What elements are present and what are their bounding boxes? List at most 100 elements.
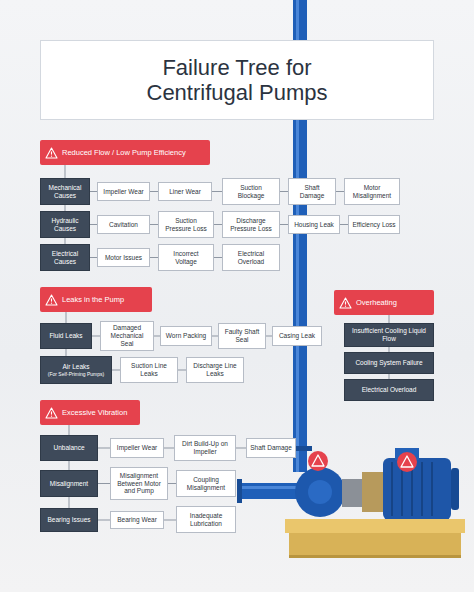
text-group: Electrical Overload — [348, 386, 430, 394]
box-label: Motor Issues — [101, 254, 146, 262]
base-edge — [289, 555, 461, 558]
connector — [214, 224, 222, 225]
text-group: Electrical Causes — [44, 250, 86, 266]
failure-box: Impeller Wear — [97, 182, 150, 201]
connector — [168, 483, 176, 484]
connector — [340, 224, 348, 225]
failure-box: Liner Wear — [158, 182, 212, 201]
text-group: Cooling System Failure — [348, 359, 430, 367]
box-label: Misalignment Between Motor and Pump — [114, 472, 164, 495]
box-label: Shaft Damage — [292, 184, 332, 200]
text-group: Discharge Line Leaks — [190, 362, 240, 378]
motor-fin — [391, 462, 393, 516]
box-label: Impeller Wear — [101, 188, 146, 196]
connector — [212, 191, 222, 192]
text-group: Coupling Misalignment — [180, 476, 232, 492]
failure-box: Motor Issues — [97, 248, 150, 267]
box-label: Inadequate Lubrication — [180, 512, 232, 528]
failure-box: Cavitation — [97, 215, 150, 234]
text-group: Air Leaks(For Self-Priming Pumps) — [44, 363, 108, 377]
text-group: Casing Leak — [276, 332, 318, 340]
category-header: Reduced Flow / Low Pump Efficiency — [40, 140, 210, 165]
box-label: Discharge Pressure Loss — [226, 217, 276, 233]
warning-marker — [397, 452, 417, 472]
box-label: Hydraulic Causes — [44, 217, 86, 233]
suction-pipe — [240, 483, 302, 499]
connector — [92, 336, 100, 337]
category-header: Excessive Vibration — [40, 400, 140, 425]
failure-box: Electrical Overload — [222, 244, 280, 271]
connector — [150, 191, 158, 192]
failure-box: Impeller Wear — [110, 438, 164, 458]
text-group: Impeller Wear — [101, 188, 146, 196]
text-group: Suction Line Leaks — [124, 362, 174, 378]
text-group: Bearing Issues — [44, 516, 94, 524]
failure-box: Dirt Build-Up on Impeller — [174, 435, 236, 461]
text-group: Housing Leak — [292, 221, 336, 229]
box-label: Housing Leak — [292, 221, 336, 229]
failure-box: Bearing Wear — [110, 511, 164, 529]
connector — [98, 448, 110, 449]
text-group: Cavitation — [101, 221, 146, 229]
box-label: Suction Blockage — [226, 184, 276, 200]
failure-box: Shaft Damage — [288, 178, 336, 205]
text-group: Reduced Flow / Low Pump Efficiency — [62, 148, 207, 157]
box-label: Bearing Issues — [44, 516, 94, 524]
text-group: Motor Misalignment — [348, 184, 396, 200]
cause-box: Electrical Overload — [344, 379, 434, 401]
connector — [65, 165, 66, 178]
motor-fin — [431, 462, 433, 516]
cause-box: Unbalance — [40, 435, 98, 461]
text-group: Liner Wear — [162, 188, 208, 196]
connector — [150, 224, 158, 225]
box-label: Electrical Overload — [226, 250, 276, 266]
box-label: Mechanical Causes — [44, 184, 86, 200]
text-group: Misalignment Between Motor and Pump — [114, 472, 164, 495]
connector — [69, 425, 70, 435]
box-label: Air Leaks — [44, 363, 108, 371]
failure-box: Incorrect Voltage — [158, 244, 214, 271]
pump-eye — [308, 480, 332, 504]
text-group: Misalignment — [44, 480, 94, 488]
box-label: Coupling Misalignment — [180, 476, 232, 492]
box-label: Shaft Damage — [250, 444, 292, 452]
box-sublabel: (For Self-Priming Pumps) — [44, 371, 108, 377]
cause-box: Hydraulic Causes — [40, 211, 90, 238]
motor-body — [383, 458, 451, 520]
cause-box: Misalignment — [40, 470, 98, 497]
failure-box: Shaft Damage — [246, 438, 296, 458]
pump-volute — [295, 467, 345, 517]
box-label: Liner Wear — [162, 188, 208, 196]
box-label: Casing Leak — [276, 332, 318, 340]
text-group: Mechanical Causes — [44, 184, 86, 200]
connector — [164, 448, 174, 449]
cause-box: Bearing Issues — [40, 508, 98, 532]
text-group: Leaks in the Pump — [62, 295, 149, 304]
title-box: Failure Tree for Centrifugal Pumps — [40, 40, 434, 120]
cause-box: Insufficient Cooling Liquid Flow — [344, 323, 434, 347]
warning-symbol — [401, 456, 413, 467]
diagram-title: Failure Tree for Centrifugal Pumps — [135, 55, 340, 106]
box-label: Impeller Wear — [114, 444, 160, 452]
text-group: Dirt Build-Up on Impeller — [178, 440, 232, 456]
box-label: Unbalance — [44, 444, 94, 452]
text-group: Fluid Leaks — [44, 332, 88, 340]
text-group: Bearing Wear — [114, 516, 160, 524]
box-label: Suction Line Leaks — [124, 362, 174, 378]
text-group: Insufficient Cooling Liquid Flow — [348, 327, 430, 343]
box-label: Overheating — [356, 298, 431, 307]
connector — [280, 191, 288, 192]
warning-marker — [308, 451, 328, 471]
bearing-frame — [342, 479, 362, 507]
box-label: Cavitation — [101, 221, 146, 229]
box-label: Reduced Flow / Low Pump Efficiency — [62, 148, 207, 157]
connector — [178, 370, 186, 371]
connector — [336, 191, 344, 192]
cause-box: Electrical Causes — [40, 244, 90, 271]
failure-box: Motor Misalignment — [344, 178, 400, 205]
text-group: Motor Issues — [101, 254, 146, 262]
text-group: Discharge Pressure Loss — [226, 217, 276, 233]
text-group: Unbalance — [44, 444, 94, 452]
base-plate — [285, 519, 465, 533]
